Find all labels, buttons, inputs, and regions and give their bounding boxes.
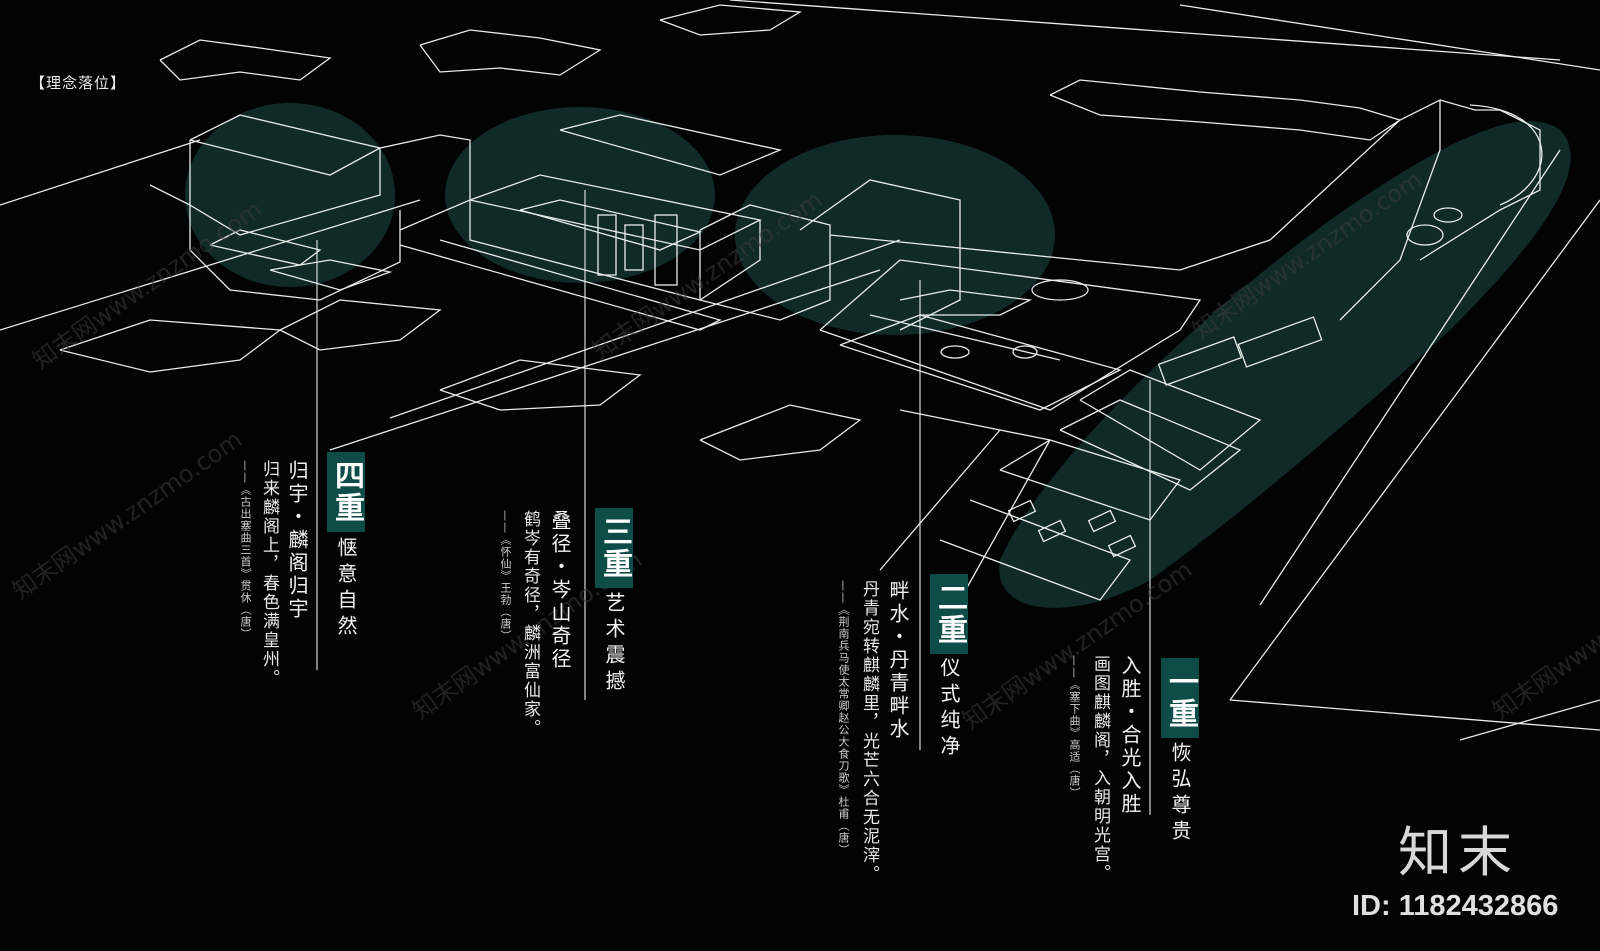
brand-logo: 知末 — [1398, 821, 1518, 884]
highlight-zone-4 — [185, 103, 395, 287]
zone-3-title: 三重 — [595, 508, 633, 588]
zone-4-poem: 归来麟阁上，春色满皇州。 — [259, 460, 279, 688]
building-outlines — [0, 0, 1600, 741]
highlight-zones — [185, 103, 1571, 608]
zone-2-title: 二重 — [930, 574, 968, 654]
svg-text:知末网www.znzmo.com: 知末网www.znzmo.com — [1487, 545, 1600, 725]
zone-3-heading: 叠径・岑山奇径 — [548, 510, 572, 671]
zone-2-heading: 畔水・丹青畔水 — [886, 580, 910, 741]
leader-lines — [316, 190, 1151, 815]
svg-text:知末网www.znzmo.com: 知末网www.znzmo.com — [7, 425, 247, 605]
zone-3-poem: 鹤岑有奇径，麟洲富仙家。 — [520, 510, 540, 738]
brand-id: ID: 1182432866 — [1352, 890, 1559, 922]
zone-1-source: ——《塞下曲》高适（唐） — [1068, 655, 1081, 799]
zone-4-source: ——《古出塞曲三首》贯休（唐） — [239, 460, 252, 640]
zone-4-heading: 归宇・麟阁归宇 — [285, 460, 309, 621]
zone-4-subtitle: 惬意自然 — [334, 537, 358, 641]
highlight-zone-1 — [999, 121, 1571, 608]
zone-4-title: 四重 — [327, 452, 365, 532]
highlight-zone-2 — [735, 135, 1055, 335]
zone-1-heading: 入胜・合光入胜 — [1118, 655, 1142, 816]
zone-3-source: ——《怀仙》王勃（唐） — [499, 510, 512, 642]
zone-1-poem: 画图麒麟阁，入朝明光宫。 — [1090, 655, 1110, 883]
zone-1-title: 一重 — [1161, 658, 1199, 738]
zone-2-subtitle: 仪式纯净 — [937, 657, 961, 761]
zone-3-subtitle: 艺术震撼 — [602, 592, 626, 696]
svg-text:知末网www.znzmo.com: 知末网www.znzmo.com — [27, 195, 267, 375]
section-label: 【理念落位】 — [30, 74, 127, 92]
zone-2-source: ——《荆南兵马使太常卿赵公大食刀歌》杜甫（唐） — [837, 580, 850, 856]
zone-2-poem: 丹青宛转麒麟里，光芒六合无泥滓。 — [859, 580, 879, 884]
zone-1-subtitle: 恢弘尊贵 — [1168, 742, 1192, 846]
